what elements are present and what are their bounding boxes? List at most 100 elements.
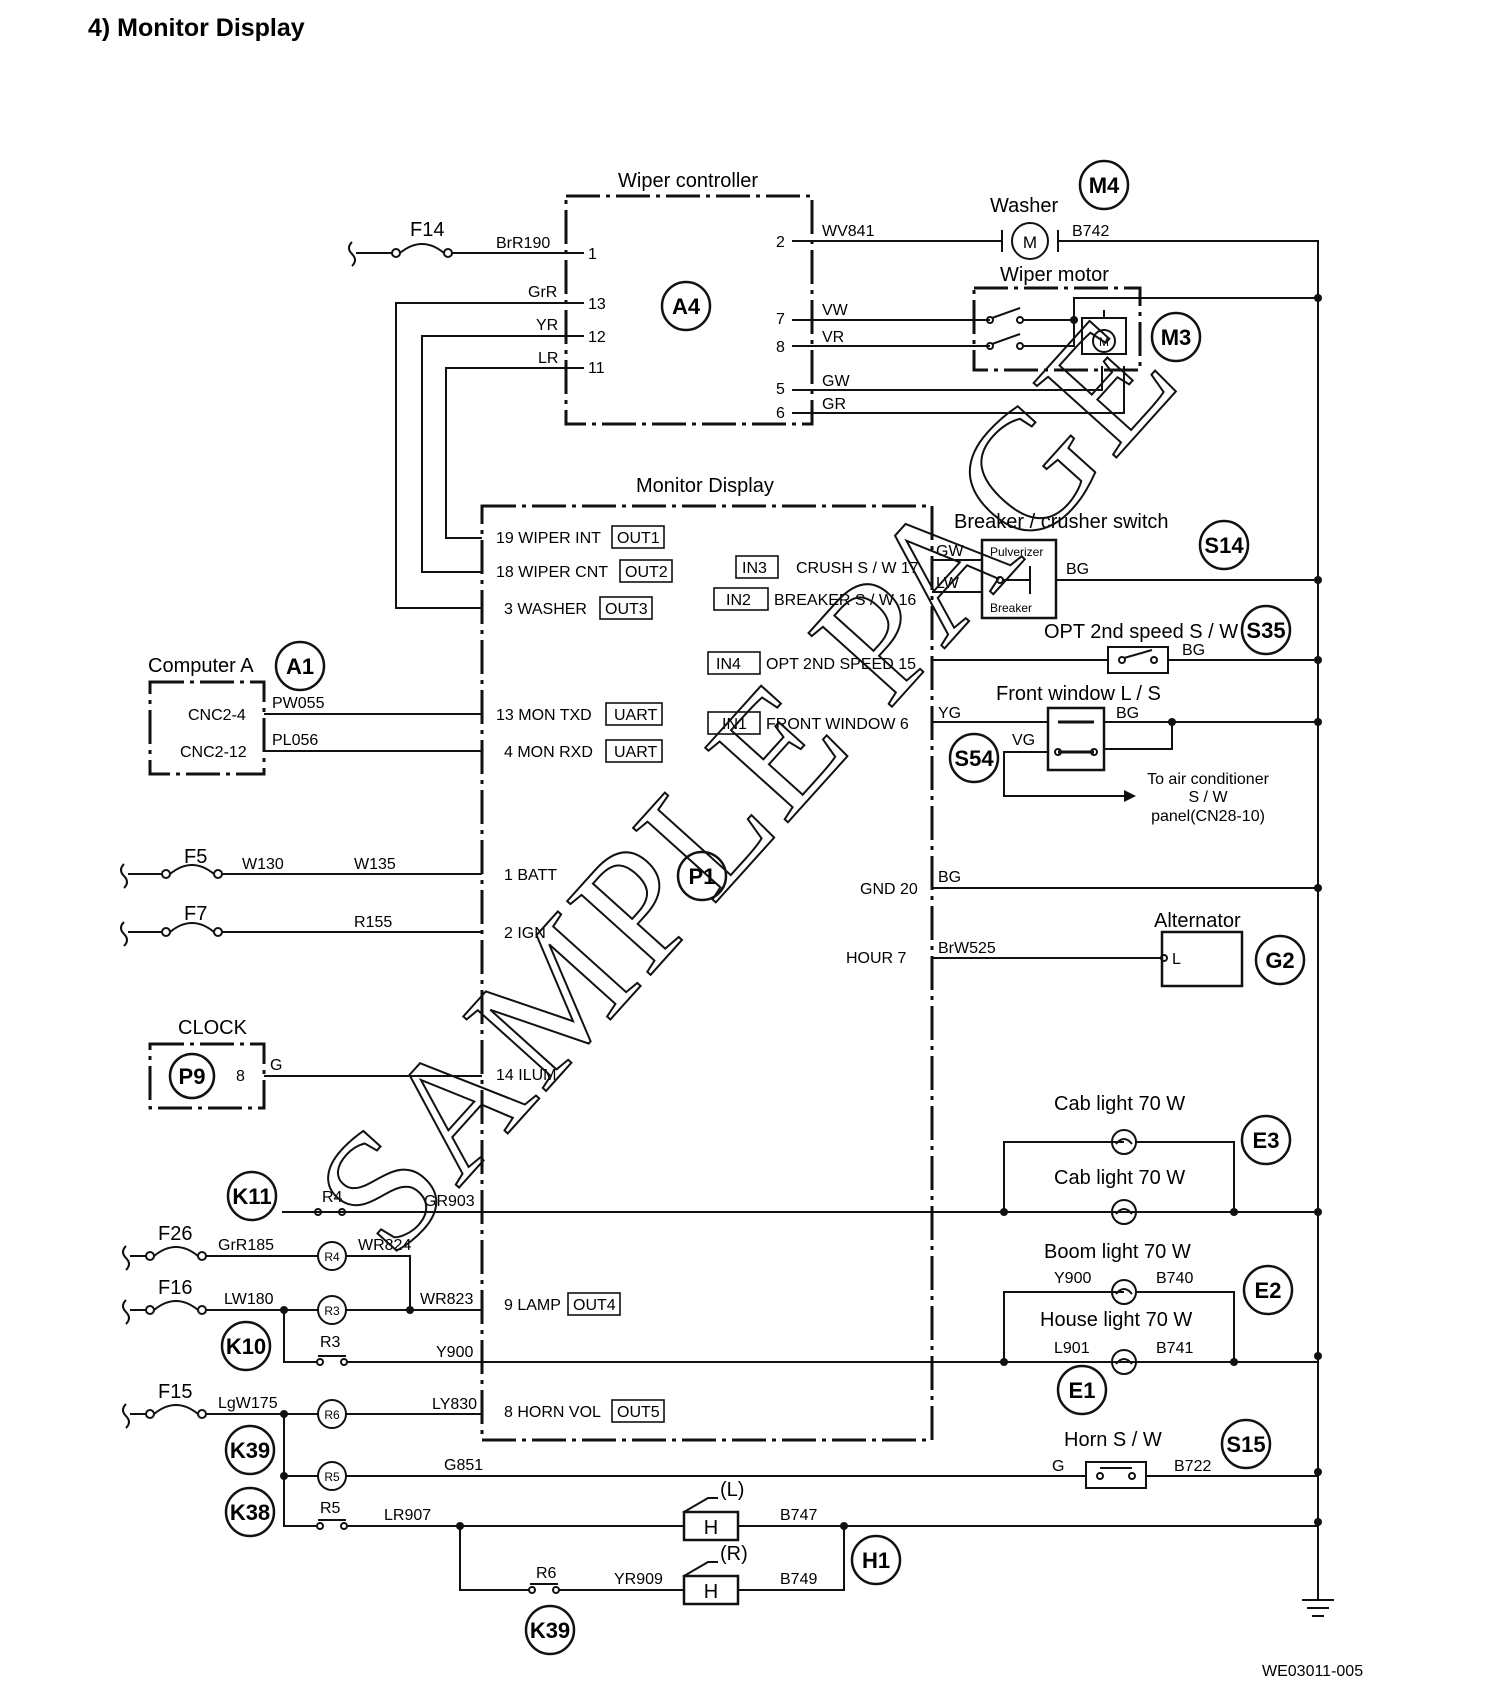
a4-pin-12: 12 (588, 329, 606, 346)
washer-motor: M Washer M4 WV841 B742 (792, 159, 1318, 260)
p1-pin-ign: 2 IGN (504, 925, 546, 942)
wire-gr: GR (822, 396, 846, 413)
p1-tag-in1: IN1 (722, 716, 747, 733)
wire-pw055: PW055 (272, 695, 325, 712)
opt-2nd-speed-switch: OPT 2nd speed S / W S35 BG (932, 604, 1318, 674)
p1-tag-in4: IN4 (716, 656, 741, 673)
washer-motor-symbol: M (1023, 233, 1037, 252)
p1-tag-out1: OUT1 (617, 530, 660, 547)
relay-k11: K11 R4 GR903 (226, 1170, 1318, 1222)
p1-pin-horn-vol: 8 HORN VOL (504, 1404, 601, 1421)
m3-badge: M3 (1161, 325, 1192, 350)
p1-pin-opt-speed: OPT 2ND SPEED 15 (766, 656, 916, 673)
r5-contact: R5 (320, 1500, 341, 1517)
p1-tag-uart-txd: UART (614, 707, 657, 724)
f16-label: F16 (158, 1277, 192, 1299)
k10-badge: K10 (226, 1334, 266, 1359)
horn-r-label: (R) (720, 1543, 748, 1565)
wiper-controller-title: Wiper controller (618, 170, 758, 192)
s54-title: Front window L / S (996, 683, 1161, 705)
wire-b741: B741 (1156, 1340, 1193, 1357)
p1-pin-batt: 1 BATT (504, 867, 557, 884)
e1-title: House light 70 W (1040, 1309, 1192, 1331)
r6-coil: R6 (324, 1408, 340, 1422)
p1-pin-mon-txd: 13 MON TXD (496, 707, 592, 724)
sample-page-watermark: SAMPLE PAGE (280, 280, 1213, 1287)
ground-bus (1302, 240, 1334, 1617)
a4-pin-5: 5 (776, 381, 785, 398)
wire-lw180: LW180 (224, 1291, 274, 1308)
p1-tag-in2: IN2 (726, 592, 751, 609)
boom-house-lights: Boom light 70 W House light 70 W E2 E1 Y… (1000, 1241, 1294, 1416)
p1-pin-wiper-cnt: 18 WIPER CNT (496, 564, 608, 581)
a4-pin-7: 7 (776, 311, 785, 328)
wire-lgw175: LgW175 (218, 1395, 278, 1412)
horn-l-symbol: H (704, 1517, 718, 1539)
p1-tag-in3: IN3 (742, 560, 767, 577)
wire-grr185: GrR185 (218, 1237, 274, 1254)
wire-b747: B747 (780, 1507, 817, 1524)
wire-wr823: WR823 (420, 1291, 473, 1308)
s14-pos-breaker: Breaker (990, 601, 1032, 615)
r6-contact: R6 (536, 1565, 557, 1582)
alternator: L Alternator G2 BrW525 (932, 910, 1306, 988)
wire-b749: B749 (780, 1571, 817, 1588)
r5-coil: R5 (324, 1470, 340, 1484)
wire-y900: Y900 (436, 1344, 473, 1361)
p9-title: CLOCK (178, 1017, 248, 1039)
wire-lw-s14: LW (936, 575, 960, 592)
f15-label: F15 (158, 1381, 192, 1403)
k39-badge: K39 (230, 1438, 270, 1463)
a4-badge: A4 (672, 294, 701, 319)
wire-bg-s14: BG (1066, 561, 1089, 578)
p9-badge: P9 (179, 1064, 206, 1089)
a1-pin-cnc2-12: CNC2-12 (180, 744, 247, 761)
a4-pin-8: 8 (776, 339, 785, 356)
wire-gr903: GR903 (424, 1193, 475, 1210)
p1-pin-hour-label: HOUR 7 (846, 950, 907, 967)
g2-title: Alternator (1154, 910, 1241, 932)
p1-pin-front-window: FRONT WINDOW 6 (766, 716, 909, 733)
cab-lights: Cab light 70 W Cab light 70 W E3 (1000, 1093, 1292, 1225)
p1-pin-lamp: 9 LAMP (504, 1297, 561, 1314)
wire-lr: LR (538, 350, 558, 367)
p1-pin-crush: CRUSH S / W 17 (796, 560, 919, 577)
k39-badge-lower: K39 (530, 1618, 570, 1643)
wire-yr: YR (536, 317, 558, 334)
f14-label: F14 (410, 219, 444, 241)
g2-badge: G2 (1265, 948, 1294, 973)
wire-y900-boom: Y900 (1054, 1270, 1091, 1287)
f5-label: F5 (184, 846, 207, 868)
s35-title: OPT 2nd speed S / W (1044, 621, 1238, 643)
h1-badge: H1 (862, 1548, 890, 1573)
monitor-display-title: Monitor Display (636, 475, 774, 497)
wiper-controller: Wiper controller A4 1 13 12 11 2 7 8 5 6 (564, 170, 814, 426)
r4-coil: R4 (324, 1250, 340, 1264)
f26-label: F26 (158, 1223, 192, 1245)
wire-ly830: LY830 (432, 1396, 477, 1413)
r4-contact: R4 (322, 1189, 343, 1206)
a4-pin-2: 2 (776, 234, 785, 251)
wiper-motor: Wiper motor M M3 VW VR GW GR (792, 264, 1318, 414)
s14-title: Breaker / crusher switch (954, 511, 1169, 533)
wire-l901: L901 (1054, 1340, 1090, 1357)
s14-badge: S14 (1204, 533, 1244, 558)
fuse-f14: F14 BrR190 (348, 219, 584, 267)
p1-pin-mon-rxd: 4 MON RXD (504, 744, 593, 761)
wire-bg-s54: BG (1116, 705, 1139, 722)
wire-lr907: LR907 (384, 1507, 431, 1524)
wire-g851: G851 (444, 1457, 483, 1474)
s35-badge: S35 (1246, 618, 1285, 643)
k11-badge: K11 (232, 1184, 271, 1209)
wire-b742: B742 (1072, 223, 1109, 240)
e1-badge: E1 (1069, 1378, 1096, 1403)
k38-badge: K38 (230, 1500, 270, 1525)
fuse-f5: F5 W130 W135 (120, 846, 482, 889)
wire-yg: YG (938, 705, 961, 722)
e3-lamp2: Cab light 70 W (1054, 1167, 1185, 1189)
e3-lamp1: Cab light 70 W (1054, 1093, 1185, 1115)
p1-tag-uart-rxd: UART (614, 744, 657, 761)
a4-pin-11: 11 (588, 360, 605, 377)
wire-wv841: WV841 (822, 223, 875, 240)
wire-gw-a4: GW (822, 373, 850, 390)
